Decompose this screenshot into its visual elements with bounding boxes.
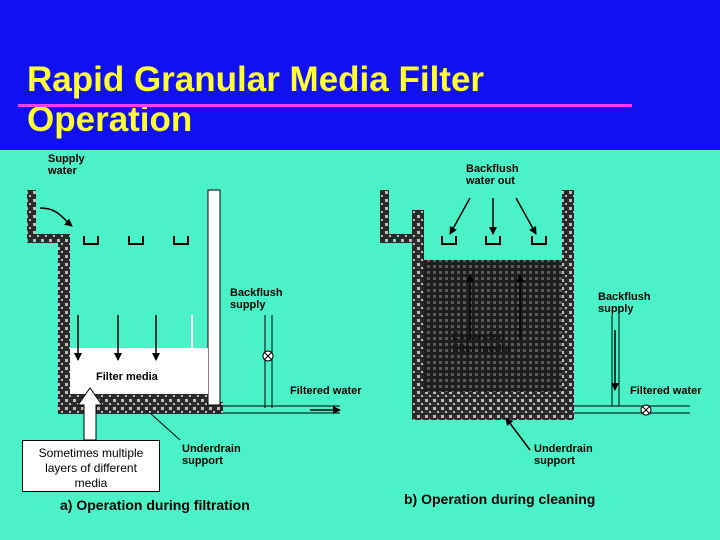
backflush-out-arrow: [515, 197, 537, 235]
tank-floor: [412, 408, 574, 420]
label-line: support: [534, 455, 575, 467]
outlet-channel-wall: [380, 190, 389, 242]
tank-wall-right: [562, 190, 574, 420]
supply-flow-arrow: [39, 207, 73, 227]
callout-text: Sometimes multiple layers of different m…: [38, 446, 144, 490]
tank-wall-left: [412, 210, 424, 420]
underdrain: [70, 394, 208, 402]
label-line: supply: [230, 299, 266, 311]
caption-b: b) Operation during cleaning: [404, 491, 595, 507]
label-line: Underdrain: [534, 443, 593, 455]
trough: [531, 236, 547, 245]
label-line: support: [182, 455, 223, 467]
trough: [128, 236, 144, 245]
label-line: filter media: [452, 343, 512, 355]
supply-channel-wall: [27, 190, 36, 242]
label-line: Backflush: [598, 291, 651, 303]
expanded-filter-media: [424, 260, 562, 392]
label-line: Expanded: [452, 331, 505, 343]
underdrain: [424, 392, 562, 408]
title-bar: Rapid Granular Media Filter Operation: [0, 0, 720, 150]
trough: [173, 236, 189, 245]
label-line: water out: [465, 175, 515, 187]
filter-media: [70, 348, 208, 394]
label-filter-media: Filter media: [96, 371, 159, 383]
label-line: Supply: [48, 153, 86, 165]
label-line: Backflush: [230, 287, 283, 299]
label-line: supply: [598, 303, 634, 315]
supply-channel-floor: [27, 234, 65, 243]
label-line: water: [47, 165, 77, 177]
underdrain-pointer: [505, 417, 531, 451]
label-line: Underdrain: [182, 443, 241, 455]
label-filtered-water-b: Filtered water: [630, 385, 702, 397]
caption-a: a) Operation during filtration: [60, 497, 250, 513]
trough: [485, 236, 501, 245]
tank-wall-right: [207, 189, 221, 406]
label-line: Backflush: [466, 163, 519, 175]
tank-wall-left: [58, 234, 70, 414]
underdrain-pointer: [149, 412, 181, 441]
backflush-out-arrow: [449, 197, 471, 235]
valve-icon: [640, 404, 652, 416]
slide-title: Rapid Granular Media Filter Operation: [27, 60, 485, 139]
valve-icon: [262, 350, 274, 362]
callout-box: Sometimes multiple layers of different m…: [22, 440, 160, 492]
callout-arrow: [77, 387, 103, 441]
label-filtered-water-a: Filtered water: [290, 385, 362, 397]
outlet-channel-floor: [380, 234, 418, 243]
title-rule: [18, 104, 632, 107]
trough: [441, 236, 457, 245]
trough: [83, 236, 99, 245]
